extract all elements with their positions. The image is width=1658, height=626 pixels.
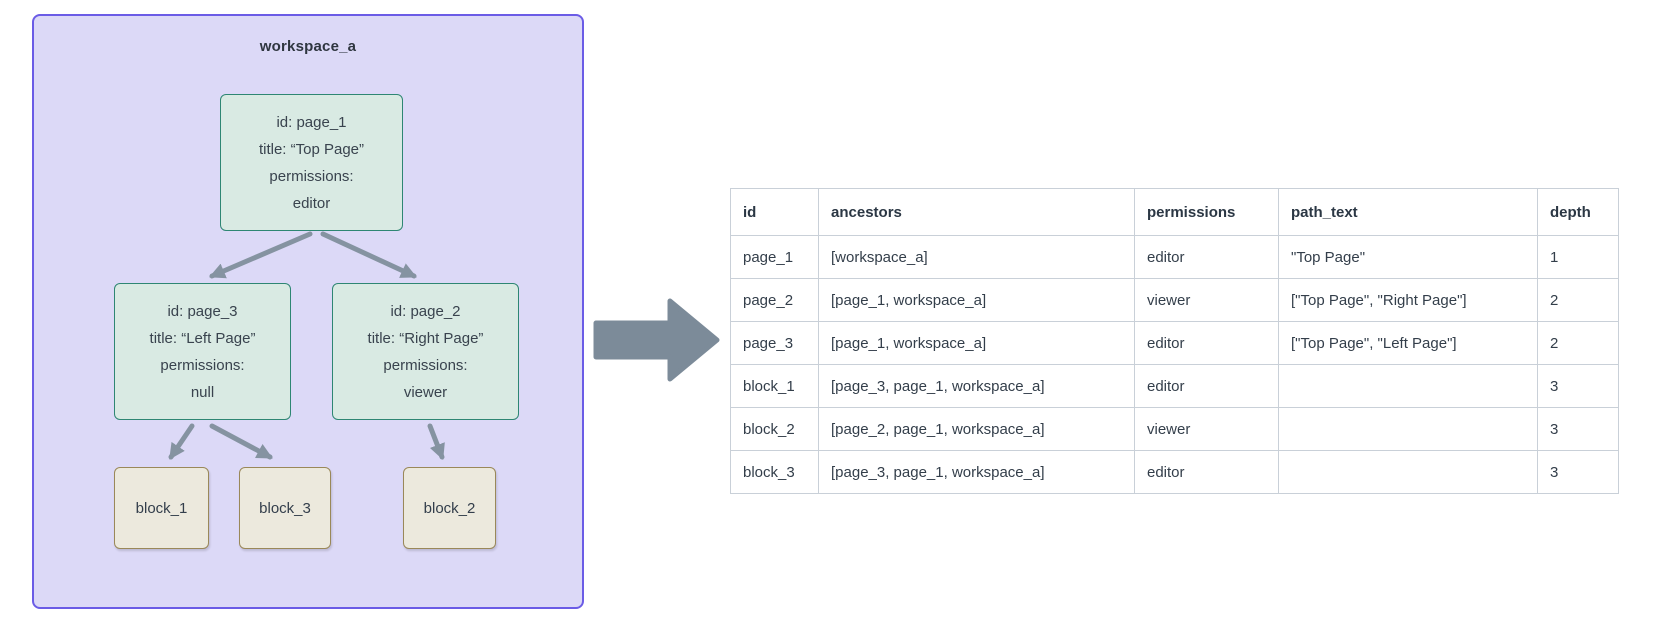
node-line-permissions: permissions: [383,356,468,374]
table-row: block_1 [page_3, page_1, workspace_a] ed… [730,364,1619,408]
cell-path-text [1278,364,1538,408]
cell-ancestors: [workspace_a] [818,235,1135,279]
transform-arrow-icon [593,298,720,382]
cell-id: page_1 [730,235,819,279]
cell-id: page_3 [730,321,819,365]
cell-path-text [1278,407,1538,451]
table-row: page_3 [page_1, workspace_a] editor ["To… [730,321,1619,365]
node-line-permissions: permissions: [160,356,245,374]
workspace-title: workspace_a [259,38,357,55]
column-header-id: id [730,188,819,236]
node-line-permissions: permissions: [269,167,354,185]
cell-depth: 1 [1537,235,1619,279]
node-block-3: block_3 [239,467,331,549]
cell-id: block_3 [730,450,819,494]
column-header-depth: depth [1537,188,1619,236]
node-line-id: id: page_3 [167,302,238,320]
table-row: block_3 [page_3, page_1, workspace_a] ed… [730,450,1619,494]
edge-page2-block2 [427,423,445,460]
node-page-1: id: page_1 title: “Top Page” permissions… [220,94,403,231]
column-header-path-text: path_text [1278,188,1538,236]
cell-id: block_2 [730,407,819,451]
cell-path-text [1278,450,1538,494]
edge-page1-page2 [320,231,417,279]
cell-id: block_1 [730,364,819,408]
node-block-1: block_1 [114,467,209,549]
node-line-title: title: “Right Page” [367,329,484,347]
block-label: block_1 [135,499,188,517]
column-header-permissions: permissions [1134,188,1279,236]
cell-depth: 2 [1537,278,1619,322]
node-line-id: id: page_1 [276,113,347,131]
workspace-container: workspace_a id: page_1 title: “Top Page”… [32,14,584,609]
result-table: id ancestors permissions path_text depth… [730,188,1619,494]
edge-page1-page3 [209,231,313,279]
column-header-ancestors: ancestors [818,188,1135,236]
node-line-id: id: page_2 [390,302,461,320]
table-row: page_2 [page_1, workspace_a] viewer ["To… [730,278,1619,322]
edge-page3-block3 [209,423,273,460]
node-line-perm-value: viewer [403,383,448,401]
table-row: block_2 [page_2, page_1, workspace_a] vi… [730,407,1619,451]
node-line-title: title: “Left Page” [149,329,256,347]
cell-depth: 3 [1537,364,1619,408]
node-block-2: block_2 [403,467,496,549]
node-page-2: id: page_2 title: “Right Page” permissio… [332,283,519,420]
edge-page3-block1 [168,423,195,460]
table-row: page_1 [workspace_a] editor "Top Page" 1 [730,235,1619,279]
cell-id: page_2 [730,278,819,322]
node-line-perm-value: editor [292,194,331,212]
cell-depth: 2 [1537,321,1619,365]
cell-path-text: "Top Page" [1278,235,1538,279]
cell-depth: 3 [1537,450,1619,494]
cell-ancestors: [page_3, page_1, workspace_a] [818,364,1135,408]
cell-ancestors: [page_1, workspace_a] [818,321,1135,365]
cell-permissions: viewer [1134,407,1279,451]
cell-ancestors: [page_3, page_1, workspace_a] [818,450,1135,494]
node-line-perm-value: null [190,383,215,401]
node-line-title: title: “Top Page” [258,140,365,158]
cell-permissions: editor [1134,321,1279,365]
cell-path-text: ["Top Page", "Left Page"] [1278,321,1538,365]
node-page-3: id: page_3 title: “Left Page” permission… [114,283,291,420]
cell-permissions: editor [1134,235,1279,279]
cell-permissions: viewer [1134,278,1279,322]
cell-path-text: ["Top Page", "Right Page"] [1278,278,1538,322]
cell-permissions: editor [1134,450,1279,494]
table-header-row: id ancestors permissions path_text depth [730,188,1619,236]
cell-depth: 3 [1537,407,1619,451]
block-label: block_2 [423,499,476,517]
cell-ancestors: [page_1, workspace_a] [818,278,1135,322]
cell-permissions: editor [1134,364,1279,408]
cell-ancestors: [page_2, page_1, workspace_a] [818,407,1135,451]
block-label: block_3 [259,499,311,517]
